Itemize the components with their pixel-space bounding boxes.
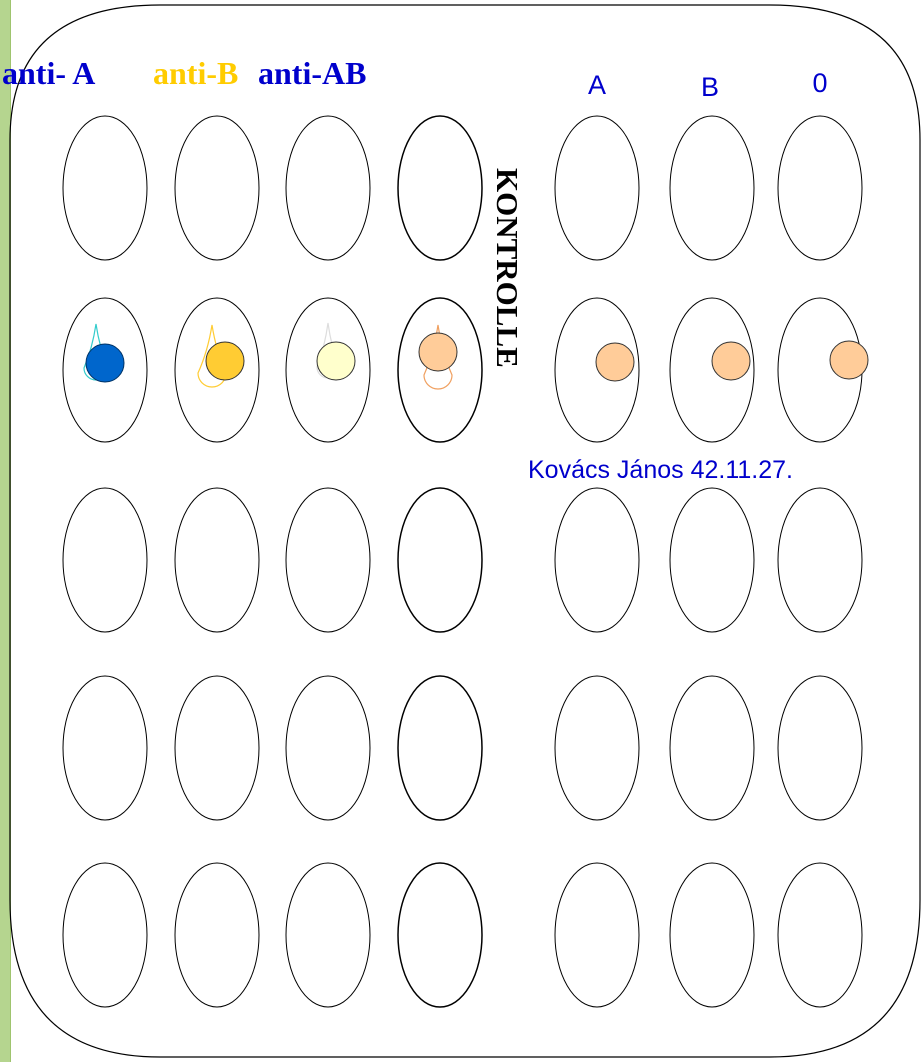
well-r1-c5 xyxy=(555,116,639,260)
well-r3-c6 xyxy=(670,488,754,632)
well-r5-c4 xyxy=(398,863,482,1007)
well-r4-c1 xyxy=(63,676,147,820)
well-r1-c1 xyxy=(63,116,147,260)
label-control-a: A xyxy=(588,70,606,100)
well-r4-c4 xyxy=(398,676,482,820)
left-stripe xyxy=(0,0,10,1062)
test-cell-b-drop xyxy=(712,342,750,380)
control-sample-drop xyxy=(419,333,457,371)
well-r1-c7 xyxy=(778,116,862,260)
well-r3-c3 xyxy=(286,488,370,632)
well-r3-c2 xyxy=(175,488,259,632)
test-cell-0-drop xyxy=(830,341,868,379)
label-control-b: B xyxy=(701,72,719,102)
label-anti-ab: anti-AB xyxy=(258,55,366,91)
well-r1-c2 xyxy=(175,116,259,260)
well-r3-c4 xyxy=(398,488,482,632)
well-r1-c3 xyxy=(286,116,370,260)
well-r4-c6 xyxy=(670,676,754,820)
anti-ab-sample-drop xyxy=(317,342,355,380)
well-r5-c7 xyxy=(778,863,862,1007)
well-r5-c2 xyxy=(175,863,259,1007)
well-r4-c2 xyxy=(175,676,259,820)
kontrolle-label: KONTROLLE xyxy=(490,168,525,368)
well-r3-c7 xyxy=(778,488,862,632)
well-r5-c1 xyxy=(63,863,147,1007)
well-r3-c1 xyxy=(63,488,147,632)
test-cell-a-drop xyxy=(596,343,634,381)
anti-a-sample-drop xyxy=(86,344,124,382)
label-control-0: 0 xyxy=(812,68,827,98)
well-r4-c7 xyxy=(778,676,862,820)
wells-grid xyxy=(63,116,862,1007)
well-r5-c3 xyxy=(286,863,370,1007)
well-r3-c5 xyxy=(555,488,639,632)
well-r5-c6 xyxy=(670,863,754,1007)
label-anti-a: anti- A xyxy=(2,55,95,91)
label-anti-b: anti-B xyxy=(153,55,238,91)
well-r4-c5 xyxy=(555,676,639,820)
well-r5-c5 xyxy=(555,863,639,1007)
anti-b-sample-drop xyxy=(206,342,244,380)
well-r1-c6 xyxy=(670,116,754,260)
patient-label: Kovács János 42.11.27. xyxy=(528,456,793,484)
well-r4-c3 xyxy=(286,676,370,820)
well-r1-c4 xyxy=(398,116,482,260)
